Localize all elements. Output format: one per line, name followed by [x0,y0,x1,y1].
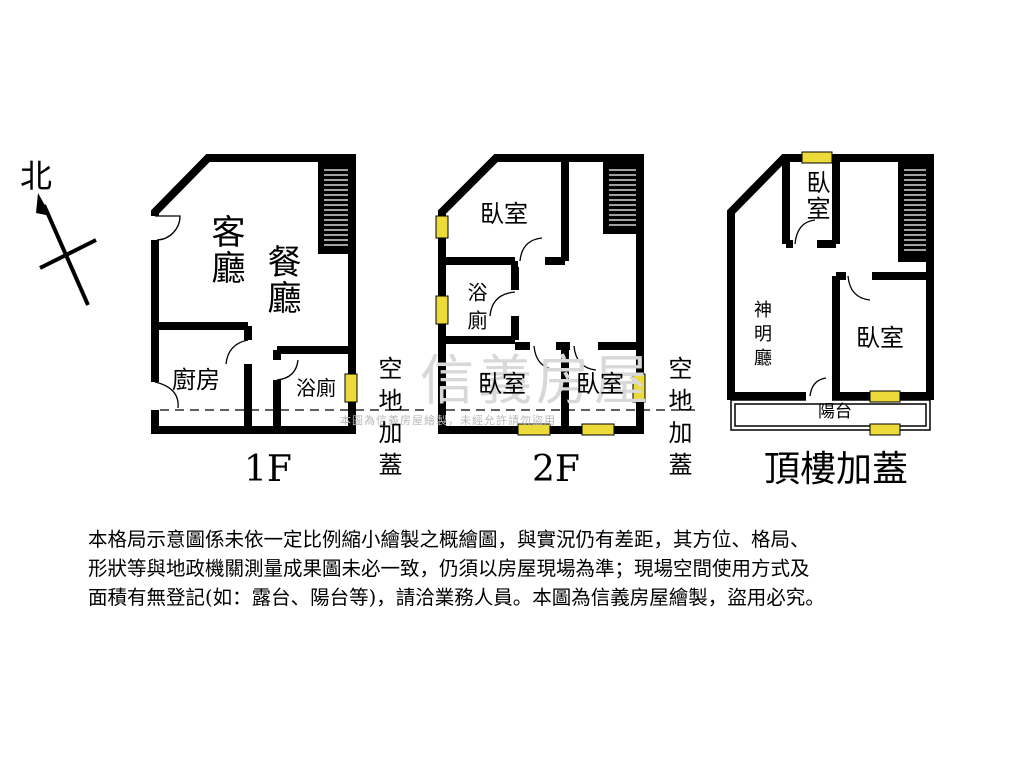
disclaimer-line: 本格局示意圖係未依一定比例縮小繪製之概繪圖，與實況仍有差距，其方位、格局、 [88,528,810,551]
north-arrow-icon [36,193,97,306]
compass-north-label: 北 [20,157,53,195]
room-bedroom-roof-right: 臥室 [856,324,904,352]
floor-roof-doors [793,219,872,402]
disclaimer-line: 形狀等與地政機關測量成果圖未必一致，仍須以房屋現場為準；現場空間使用方式及 [88,557,810,580]
watermark-logo: 信義房屋 [420,349,652,412]
floor-1f-doors [150,215,299,410]
room-bedroom-roof-top: 臥室 [802,170,830,222]
disclaimer-line: 面積有無登記(如：露台、陽台等)，請洽業務人員。本圖為信義房屋繪製，盜用必究。 [88,586,825,609]
floor-roof-window-icons [801,151,901,436]
room-bedroom-2f-left: 臥室 [478,370,526,398]
room-kitchen: 廚房 [172,366,220,394]
room-bedroom-2f-top: 臥室 [480,200,528,228]
room-shrine-hall: 神明廳 [751,300,772,372]
floor-2f-doors [489,237,598,371]
floor-1f-stairs [318,158,352,254]
floor-roof-stairs [898,158,930,262]
floor-label-1f: 1F [244,449,292,490]
floor-1f-window-icon [344,373,358,403]
room-balcony: 陽台 [818,402,852,422]
annex-label-2f: 空地加蓋 [664,356,692,484]
room-bathroom-1f: 浴廁 [296,376,336,400]
floor-label-2f: 2F [532,449,580,490]
disclaimer-text: 本格局示意圖係未依一定比例縮小繪製之概繪圖，與實況仍有差距，其方位、格局、 形狀… [88,525,1008,612]
room-living-room: 客廳 [205,214,245,286]
room-bathroom-2f: 浴廁 [464,282,488,338]
room-dining-room: 餐廳 [261,244,301,316]
annex-label-1f: 空地加蓋 [374,356,402,484]
floor-2f-window-icons [435,215,646,436]
floor-2f-stairs [603,158,640,234]
floor-label-roof: 頂樓加蓋 [764,449,909,490]
room-bedroom-2f-right: 臥室 [576,370,624,398]
watermark-notice: 本圖為信義房屋繪製，未經允許請勿盜用 [340,414,556,427]
